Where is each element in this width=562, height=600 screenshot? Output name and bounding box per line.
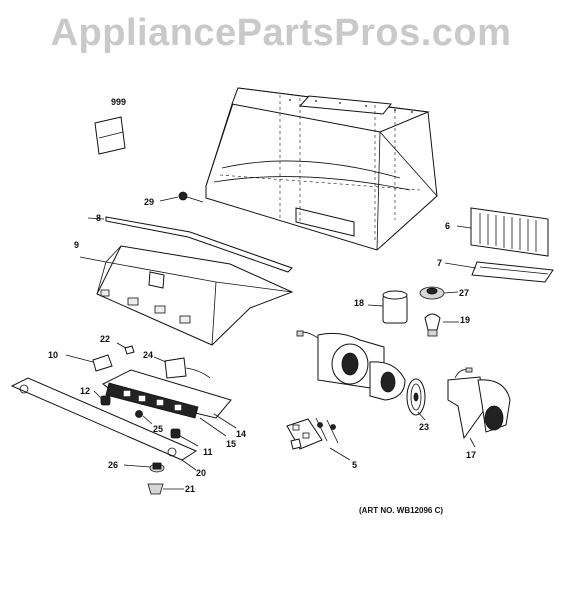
part-14-control-panel (102, 369, 237, 437)
callout-9: 9 (74, 240, 79, 250)
watermark-text: AppliancePartsPros.com (50, 12, 512, 54)
part-25-knob (135, 410, 153, 425)
callout-19: 19 (460, 315, 470, 325)
part-17-blower (447, 367, 511, 448)
part-8-trim (87, 216, 293, 273)
callout-15: 15 (226, 439, 236, 449)
callout-5: 5 (352, 460, 357, 470)
callout-21: 21 (185, 484, 195, 494)
callout-24: 24 (143, 350, 153, 360)
part-7-filter-frame (444, 261, 554, 283)
callout-17: 17 (466, 450, 476, 460)
part-26-fitting (123, 462, 165, 473)
part-12-knob (93, 390, 111, 406)
art-number: (ART NO. WB12096 C) (359, 506, 444, 515)
part-23-blower-wheel (406, 378, 426, 421)
part-19-light-bulb (424, 313, 459, 337)
part-5-hardware-kit (286, 417, 351, 461)
part-29-screw (159, 191, 204, 203)
callout-8: 8 (96, 213, 101, 223)
part-21-foot (147, 483, 184, 495)
callout-6: 6 (445, 221, 450, 231)
part-18-capacitor (367, 290, 408, 324)
part-27-lamp-socket (419, 286, 459, 300)
part-24-switch (153, 356, 211, 379)
callout-22: 22 (100, 334, 110, 344)
callout-18: 18 (354, 298, 364, 308)
callout-999: 999 (111, 97, 126, 107)
part-6-filter (456, 207, 549, 257)
callout-27: 27 (459, 288, 469, 298)
blower-assembly-left (296, 330, 406, 401)
callout-14: 14 (236, 429, 246, 439)
part-22-clip (116, 342, 135, 355)
part-20-rail (10, 377, 198, 471)
callout-7: 7 (437, 258, 442, 268)
callout-26: 26 (108, 460, 118, 470)
callout-29: 29 (144, 197, 154, 207)
callout-23: 23 (419, 422, 429, 432)
hood-body (205, 87, 438, 251)
part-9-bottom-pan (79, 245, 294, 346)
part-10-bracket (65, 354, 113, 372)
callout-25: 25 (153, 424, 163, 434)
callout-11: 11 (203, 447, 213, 457)
callout-12: 12 (80, 386, 90, 396)
callout-20: 20 (196, 468, 206, 478)
part-11-knob (170, 428, 199, 447)
part-999-literature (94, 116, 126, 155)
callout-10: 10 (48, 350, 58, 360)
